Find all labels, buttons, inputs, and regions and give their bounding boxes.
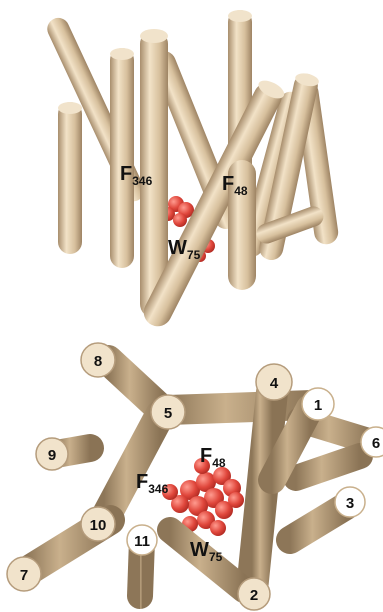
svg-text:5: 5 — [164, 405, 172, 422]
svg-text:8: 8 — [94, 353, 102, 370]
svg-text:4: 4 — [270, 375, 279, 392]
helix-cap-2: 2 — [238, 578, 270, 610]
helix-cap-8: 8 — [81, 343, 115, 377]
helix-cap-6: 6 — [361, 427, 383, 457]
residue-label-bottom-f346: F346 — [136, 471, 169, 496]
residue-label-bottom-f48: F48 — [200, 445, 226, 470]
helix-right-mid — [296, 456, 360, 478]
helix-cap-11: 11 — [127, 525, 157, 555]
top-view: F346 F48 W75 — [44, 10, 340, 331]
helix-cap-9: 9 — [36, 438, 68, 470]
helix-cap-3: 3 — [335, 487, 365, 517]
svg-text:9: 9 — [48, 447, 56, 464]
svg-text:7: 7 — [20, 567, 28, 584]
helix-cap-4: 4 — [256, 364, 292, 400]
bottom-view: 8 5 4 1 6 9 3 10 — [7, 343, 383, 610]
svg-text:10: 10 — [90, 517, 107, 534]
svg-text:2: 2 — [250, 587, 258, 604]
svg-text:11: 11 — [134, 533, 150, 550]
svg-text:6: 6 — [372, 435, 380, 452]
helix-cap-1: 1 — [302, 388, 334, 420]
helix-top-back-2 — [110, 48, 134, 268]
helix-10-body — [104, 415, 160, 520]
helix-cap-5: 5 — [151, 395, 185, 429]
helix-top-back-6 — [58, 102, 82, 254]
helix-cap-7: 7 — [7, 557, 41, 591]
residue-label-bottom-w75: W75 — [190, 539, 223, 564]
svg-text:3: 3 — [346, 495, 354, 512]
helix-5-body — [168, 405, 312, 410]
svg-text:1: 1 — [314, 397, 322, 414]
helix-cap-10: 10 — [81, 507, 115, 541]
